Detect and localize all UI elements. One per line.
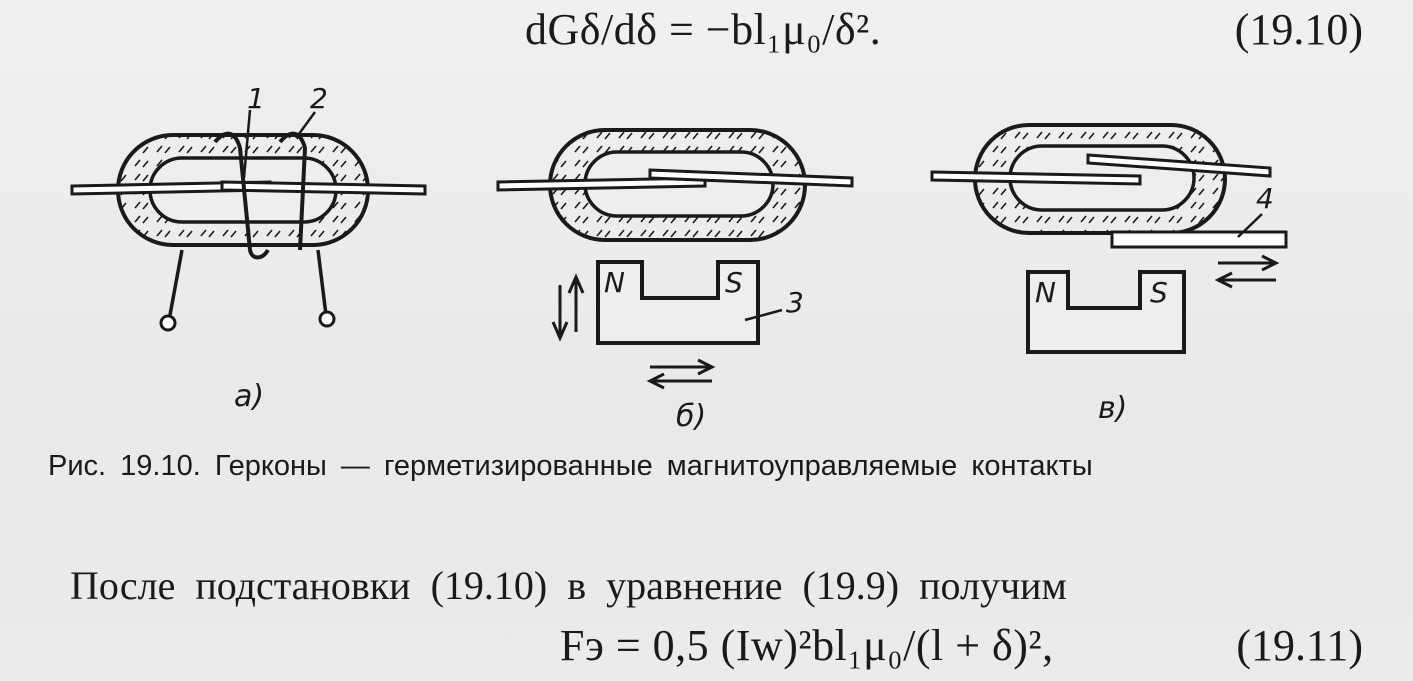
callout-number: 2 [310,82,328,115]
leader-line [1237,213,1263,238]
reed-contact [220,180,427,196]
magnet-pole-label: N [604,266,625,299]
panel-a: 1 2 a) [70,82,427,414]
equation-number: (19.10) [1234,5,1363,54]
reed-contact [1086,153,1272,178]
reed-contact [496,176,707,192]
callout-number: 1 [247,82,265,115]
equation-number: (19.11) [1236,621,1363,670]
leader-line [242,109,252,179]
coil-winding [159,131,336,332]
equation-19-11: Fэ = 0,5 (Iw)²bl₁μ₀/(l + δ)², (19.11) [0,620,1413,680]
magnet-pole-label: S [725,266,743,299]
equation-formula: Fэ = 0,5 (Iw)²bl₁μ₀/(l + δ)², [560,621,1054,670]
panel-b: N S 3 б) [496,128,854,434]
callout-number: 4 [1256,182,1274,215]
panel-label: в) [1098,391,1127,426]
panel-label: a) [234,379,264,414]
equation-19-10: dGδ/dδ = −bl₁μ₀/δ². (19.10) [0,4,1413,64]
magnet-pole-label: N [1035,276,1056,309]
body-paragraph: После подстановки (19.10) в уравнение (1… [70,563,1067,608]
reed-contact [930,170,1142,186]
reed-contact [648,168,854,188]
equation-formula: dGδ/dδ = −bl₁μ₀/δ². [525,5,882,54]
ferromagnetic-shunt [1110,230,1288,249]
reed-switch-figure: 1 2 a) N S [70,82,1288,434]
panel-label: б) [676,399,706,434]
leader-line [294,111,317,139]
motion-arrows [1214,254,1280,289]
permanent-magnet: N S [596,260,760,345]
callout-number: 3 [786,286,804,319]
permanent-magnet: N S [1026,270,1186,354]
magnet-pole-label: S [1150,276,1168,309]
panel-v: 4 N S в) [930,123,1288,426]
motion-arrows [551,273,716,390]
figure-caption: Рис. 19.10. Герконы — герметизированные … [48,450,1093,482]
leader-line [744,308,783,322]
